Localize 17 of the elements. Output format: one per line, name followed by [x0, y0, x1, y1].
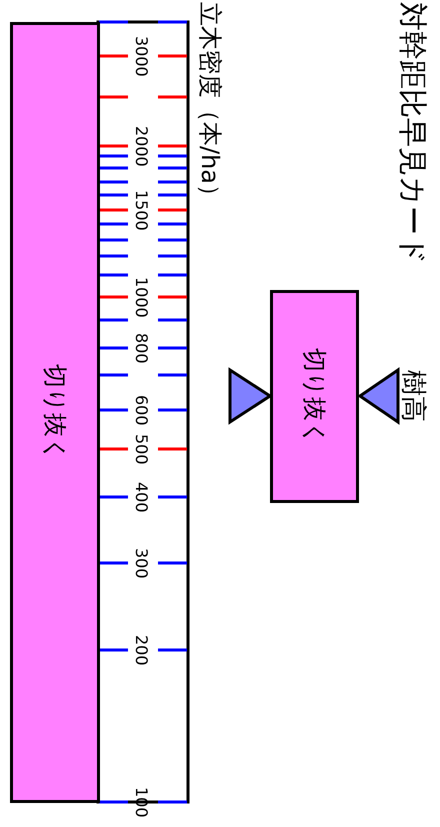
- tick-label: 2000: [133, 126, 149, 166]
- tick-label: 500: [133, 434, 149, 464]
- tick-label: 1500: [133, 190, 149, 230]
- tick-label: 1000: [133, 276, 149, 318]
- axis-title: 立木密度（本/ha）: [198, 2, 222, 208]
- cut-out-area: [270, 290, 359, 503]
- card-title: 対幹距比早見カード: [398, 2, 427, 265]
- tick-label: 3000: [133, 36, 149, 76]
- tick-label: 800: [133, 332, 149, 364]
- tick-label: 400: [133, 482, 149, 512]
- instruction-text: 切り抜く: [302, 348, 326, 446]
- tick-label: 600: [133, 394, 149, 426]
- instruction-text: 切り抜く: [43, 364, 67, 462]
- height-label: 樹高: [400, 370, 426, 422]
- cut-out-area: [10, 22, 100, 803]
- tick-label: 200: [133, 634, 149, 666]
- tick-label: 300: [133, 548, 149, 578]
